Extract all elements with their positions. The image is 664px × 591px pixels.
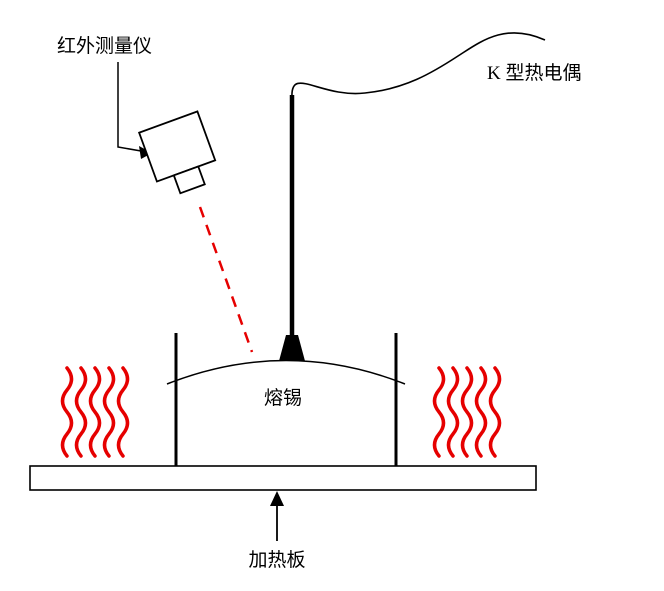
thermocouple-label: K 型热电偶	[487, 62, 581, 84]
thermocouple-wire	[291, 32, 546, 99]
heat-wave-icon	[446, 366, 460, 458]
heat-wave-icon	[74, 366, 88, 458]
heat-wave-icon	[116, 366, 130, 458]
heat-waves-right	[432, 366, 502, 458]
heat-waves-left	[60, 366, 130, 458]
heat-wave-icon	[60, 366, 74, 458]
solder-label: 熔锡	[264, 387, 302, 409]
label-pointer-line	[117, 62, 142, 152]
heat-wave-icon	[474, 366, 488, 458]
solder-surface-arc	[166, 359, 406, 385]
heat-wave-icon	[488, 366, 502, 458]
heat-wave-icon	[432, 366, 446, 458]
heat-wave-icon	[102, 366, 116, 458]
heating-plate	[29, 465, 537, 491]
camera-lens	[172, 165, 206, 195]
plate-arrowhead-icon	[270, 491, 284, 506]
heat-wave-icon	[460, 366, 474, 458]
probe-tip	[279, 335, 305, 361]
infrared-camera	[137, 110, 217, 195]
heating-plate-label: 加热板	[248, 549, 305, 571]
infrared-instrument-label: 红外测量仪	[57, 35, 152, 57]
laser-dashed-line	[198, 206, 254, 353]
camera-body	[137, 110, 217, 183]
heat-wave-icon	[88, 366, 102, 458]
